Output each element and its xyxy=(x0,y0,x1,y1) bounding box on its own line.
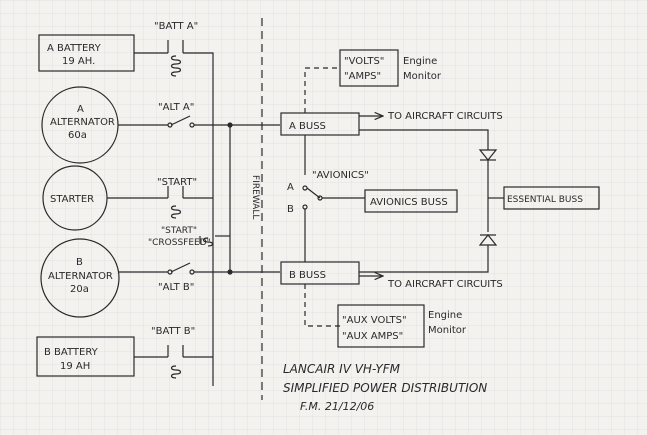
alt-a-switch-blade xyxy=(170,115,191,126)
alt-b-switch-blade xyxy=(170,262,191,273)
avionics-switch-label: "AVIONICS" xyxy=(312,170,369,181)
alternator-b-label-1: B xyxy=(76,257,83,268)
alternator-b-circle xyxy=(40,238,120,318)
to-aircraft-circuits-b: TO AIRCRAFT CIRCUITS xyxy=(387,279,503,290)
alt-a-switch-label: "ALT A" xyxy=(158,102,194,113)
start-switch-label: "START" xyxy=(157,177,197,188)
essential-buss-label: ESSENTIAL BUSS xyxy=(507,195,583,205)
volts-label: "VOLTS" xyxy=(344,56,384,67)
battery-b-label-2: 19 AH xyxy=(60,361,90,372)
avionics-pos-b: B xyxy=(287,204,294,215)
to-aircraft-circuits-a: TO AIRCRAFT CIRCUITS xyxy=(387,111,503,122)
alternator-b-label-2: ALTERNATOR xyxy=(48,271,113,282)
batt-b-switch-label: "BATT B" xyxy=(151,326,195,337)
a-buss-label: A BUSS xyxy=(289,121,326,132)
alternator-a-label-1: A xyxy=(77,104,84,115)
b-buss-box xyxy=(280,261,360,285)
aux-engine-monitor-label-2: Monitor xyxy=(428,325,467,336)
alternator-a-label-3: 60a xyxy=(68,130,87,141)
batt-a-coil xyxy=(170,55,182,77)
aux-engine-monitor-label-1: Engine xyxy=(428,310,462,321)
battery-b-label-1: B BATTERY xyxy=(44,347,99,358)
title-line-1: LANCAIR IV VH-YFM xyxy=(283,362,401,376)
start-crossfeed-label-2: "CROSSFEED" xyxy=(148,238,211,248)
alt-b-switch-label: "ALT B" xyxy=(158,282,194,293)
title-line-3: F.M. 21/12/06 xyxy=(300,400,374,413)
avionics-buss-label: AVIONICS BUSS xyxy=(370,197,448,208)
a-buss-box xyxy=(280,112,360,136)
engine-monitor-label-2: Monitor xyxy=(403,71,442,82)
battery-a-label-2: 19 AH. xyxy=(62,56,95,67)
title-line-2: SIMPLIFIED POWER DISTRIBUTION xyxy=(283,381,487,395)
b-buss-label: B BUSS xyxy=(289,270,326,281)
batt-a-switch-label: "BATT A" xyxy=(154,21,198,32)
aux-amps-label: "AUX AMPS" xyxy=(342,331,403,342)
start-crossfeed-label-1: "START" xyxy=(161,226,197,236)
battery-a-label-1: A BATTERY xyxy=(47,43,102,54)
engine-monitor-label-1: Engine xyxy=(403,56,437,67)
starter-label: STARTER xyxy=(50,194,94,205)
amps-label: "AMPS" xyxy=(344,71,381,82)
avionics-pos-a: A xyxy=(287,182,294,193)
avionics-buss-box xyxy=(364,189,458,213)
firewall-label: FIREWALL xyxy=(250,175,260,219)
alternator-b-label-3: 20a xyxy=(70,284,89,295)
alternator-a-label-2: ALTERNATOR xyxy=(50,117,115,128)
aux-volts-label: "AUX VOLTS" xyxy=(342,315,407,326)
